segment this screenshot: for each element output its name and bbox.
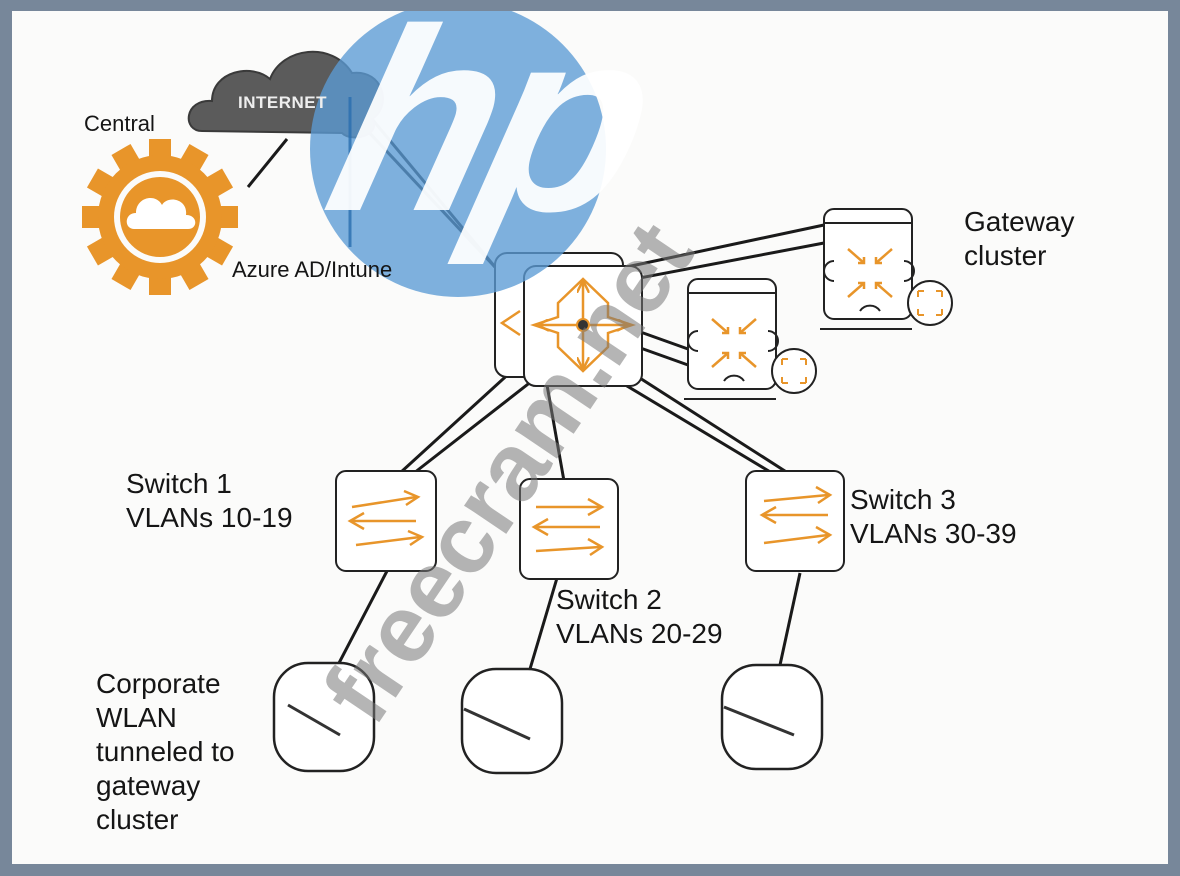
switch-3-vlans: VLANs 30-39 (850, 518, 1017, 549)
switch-3-name: Switch 3 (850, 484, 956, 515)
switch-1-vlans: VLANs 10-19 (126, 502, 293, 533)
switch2-to-ap2-link (528, 577, 559, 670)
switch-3-icon (745, 470, 845, 572)
access-point-1-icon (272, 661, 376, 773)
central-to-internet-link (246, 138, 289, 188)
hp-logo-watermark (310, 11, 606, 297)
core-to-gateway1-link-a (616, 223, 825, 271)
wlan-label-line-5: cluster (96, 804, 179, 835)
switch-1-icon (335, 470, 437, 572)
gateway-1-icon (820, 208, 953, 330)
network-diagram (82, 11, 953, 775)
core-to-gateway1-link-b (623, 241, 825, 283)
core-to-switch2-link (545, 384, 566, 482)
gateway-cluster-label-line-1: Gateway (964, 206, 1075, 237)
core-to-switch3-link-a (621, 381, 773, 475)
gateway-cluster-label-line-2: cluster (964, 240, 1047, 271)
central-gear-icon (82, 139, 238, 295)
switch-2-vlans: VLANs 20-29 (556, 618, 723, 649)
switch-1-name: Switch 1 (126, 468, 232, 499)
switch1-to-ap1-link (337, 570, 389, 664)
wlan-label-line-3: tunneled to (96, 736, 235, 767)
internet-cloud-label: INTERNET (238, 93, 327, 112)
diagram-frame: hp freecram.net INTERNET Central Azure A… (12, 0, 1168, 864)
azure-ad-intune-label: Azure AD/Intune (232, 257, 393, 282)
access-point-2-icon (460, 667, 564, 775)
core-to-switch1-link-a (398, 367, 516, 475)
access-point-3-icon (720, 663, 824, 771)
central-label: Central (84, 111, 155, 136)
wlan-label-line-2: WLAN (96, 702, 177, 733)
wlan-label-line-1: Corporate (96, 668, 221, 699)
gateway-2-icon (684, 278, 817, 400)
core-to-switch1-link-b (413, 379, 533, 475)
wlan-label-line-4: gateway (96, 770, 201, 801)
switch3-to-ap3-link (778, 572, 802, 666)
switch-2-name: Switch 2 (556, 584, 662, 615)
switch-2-icon (519, 478, 619, 580)
core-to-switch3-link-b (631, 371, 789, 475)
